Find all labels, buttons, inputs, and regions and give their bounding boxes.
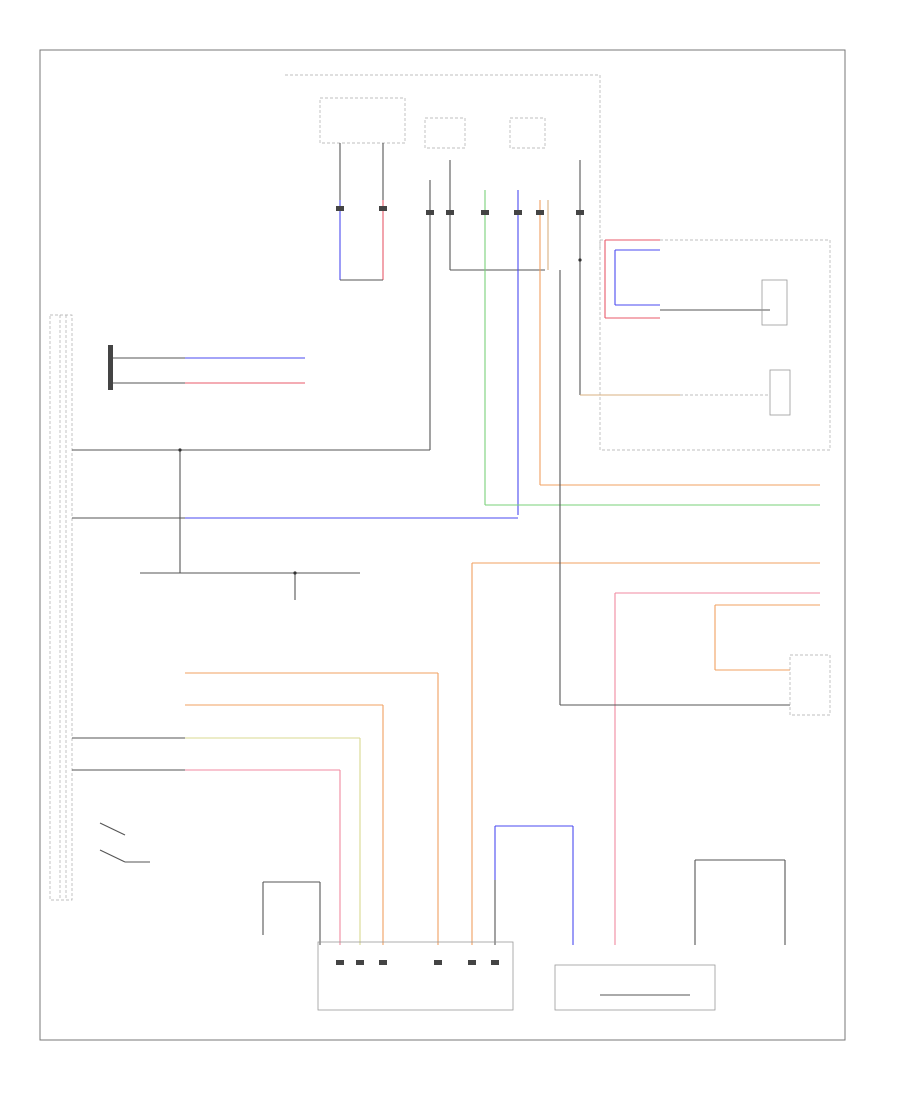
cluster-indicator xyxy=(769,369,791,416)
left-connector-block-a xyxy=(108,345,113,390)
bottom-center-module xyxy=(317,941,514,1011)
module-pin-3 xyxy=(379,960,387,965)
connector-mid-d xyxy=(514,210,522,215)
module-pin-6 xyxy=(491,960,499,965)
switch-b xyxy=(99,849,126,863)
junction-b xyxy=(293,571,297,575)
junction-c xyxy=(578,258,582,262)
module-pin-4 xyxy=(434,960,442,965)
connector-mid-e xyxy=(536,210,544,215)
bottom-right-module xyxy=(554,964,716,1011)
fuse-box-mid-a xyxy=(424,117,466,149)
top-fuse-box xyxy=(319,97,406,144)
connector-mid-c xyxy=(481,210,489,215)
left-module-body xyxy=(49,314,73,901)
connector-mid-f xyxy=(576,210,584,215)
module-pin-1 xyxy=(336,960,344,965)
diagram-frame xyxy=(39,49,846,1041)
connector-top-b xyxy=(379,206,387,211)
module-pin-2 xyxy=(356,960,364,965)
connector-mid-a xyxy=(426,210,434,215)
right-module-box xyxy=(789,654,831,716)
module-pin-5 xyxy=(468,960,476,965)
connector-top-a xyxy=(336,206,344,211)
switch-a xyxy=(99,822,126,836)
cluster-meter xyxy=(761,279,788,326)
connector-mid-b xyxy=(446,210,454,215)
instrument-cluster-box xyxy=(599,239,831,451)
fuse-box-mid-b xyxy=(509,117,546,149)
junction-a xyxy=(178,448,182,452)
